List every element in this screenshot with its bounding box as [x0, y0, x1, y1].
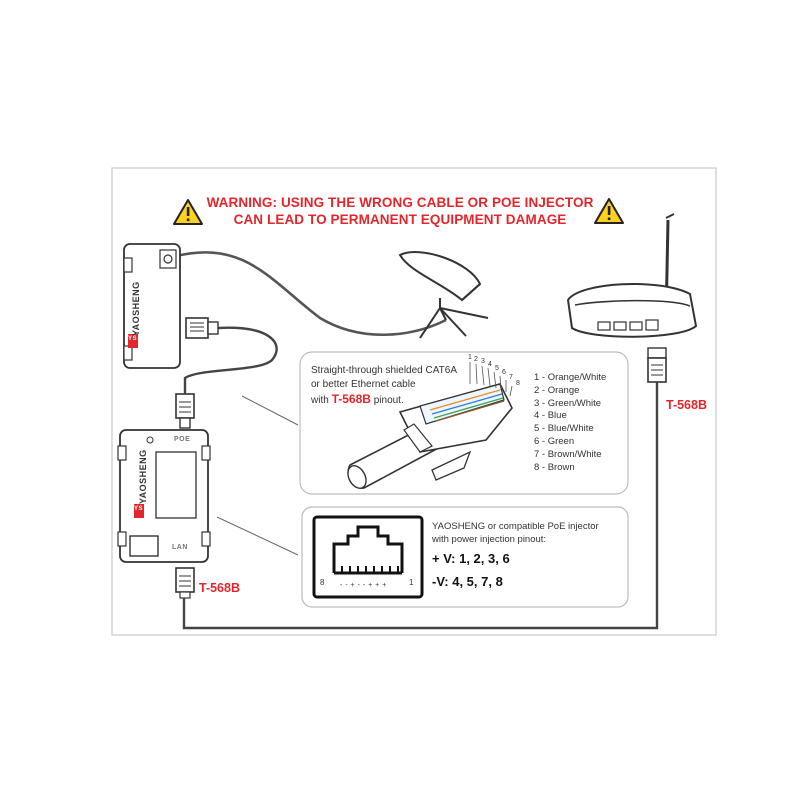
rj45-jack-icon [312, 515, 424, 599]
connector-pin-label: 3 [481, 358, 485, 365]
warning-triangle-icon [173, 199, 203, 225]
pinout-item: 5 - Blue/White [534, 423, 594, 435]
pinout-item: 4 - Blue [534, 410, 567, 422]
satellite-dish [398, 251, 489, 339]
router-brand: YAOSHENG [131, 281, 141, 336]
router-device [123, 243, 181, 369]
rj45-plug-icon [647, 347, 667, 383]
connector-pin-label: 5 [495, 365, 499, 372]
connector-pin-label: 4 [488, 361, 492, 368]
rj45-plug-icon [185, 317, 219, 339]
connector-pin-label: 2 [474, 356, 478, 363]
cable-standard: T-568B [331, 392, 371, 406]
connector-pin-label: 7 [509, 374, 513, 381]
pinout-item: 3 - Green/White [534, 397, 602, 409]
connector-pin-label: 1 [468, 354, 472, 361]
rj45-connector-illustration [347, 362, 513, 489]
pinout-item: 6 - Green [534, 435, 575, 447]
pinout-list: 1 - Orange/White 2 - Orange 3 - Green/Wh… [534, 372, 606, 474]
injector-logo: YS [134, 506, 144, 512]
warning-triangle-icon [594, 198, 624, 224]
dish-cable [175, 251, 447, 337]
warning-line-1: WARNING: USING THE WRONG CABLE OR POE IN… [206, 195, 594, 210]
poe-note: YAOSHENG or compatible PoE injector with… [432, 520, 599, 546]
jack-polarity: - - + - - + + + [340, 582, 387, 589]
leader-line [241, 395, 299, 426]
jack-right-pin: 1 [409, 578, 414, 587]
cable-note: Straight-through shielded CAT6A or bette… [311, 364, 457, 408]
jack-left-pin: 8 [320, 578, 325, 587]
injector-lan-port-label: LAN [172, 544, 188, 551]
router-standard-label: T-568B [666, 398, 707, 412]
cable-note-prefix: with [311, 395, 329, 406]
rj45-plug-icon [175, 567, 195, 599]
injector-standard-label: T-568B [199, 581, 240, 595]
poe-positive-pins: + V: 1, 2, 3, 6 [432, 551, 510, 566]
poe-injector-device [117, 429, 211, 563]
cable-note-suffix: pinout. [373, 395, 404, 406]
injector-poe-port-label: POE [174, 436, 191, 443]
warning-heading: WARNING: USING THE WRONG CABLE OR POE IN… [150, 194, 650, 228]
leader-line [216, 516, 299, 556]
poe-note-line-2: with power injection pinout: [432, 534, 547, 545]
cable-note-line-1: Straight-through shielded CAT6A [311, 365, 458, 376]
warning-line-2: CAN LEAD TO PERMANENT EQUIPMENT DAMAGE [233, 212, 567, 227]
injector-to-router-cable [182, 380, 659, 630]
poe-negative-pins: -V: 4, 5, 7, 8 [432, 574, 503, 589]
connector-pin-label: 6 [502, 369, 506, 376]
router-to-injector-cable [183, 326, 278, 394]
cable-note-line-3: with T-568B pinout. [311, 392, 457, 408]
wifi-router [566, 213, 698, 338]
injector-brand: YAOSHENG [138, 449, 148, 504]
poe-note-line-1: YAOSHENG or compatible PoE injector [432, 521, 599, 532]
connector-pin-label: 8 [516, 380, 520, 387]
pinout-item: 2 - Orange [534, 384, 580, 396]
router-logo: YS [128, 336, 138, 342]
cable-note-line-2: or better Ethernet cable [311, 379, 416, 390]
pinout-item: 8 - Brown [534, 461, 575, 473]
rj45-plug-icon [175, 393, 195, 429]
pinout-item: 7 - Brown/White [534, 448, 602, 460]
pinout-item: 1 - Orange/White [534, 372, 607, 383]
